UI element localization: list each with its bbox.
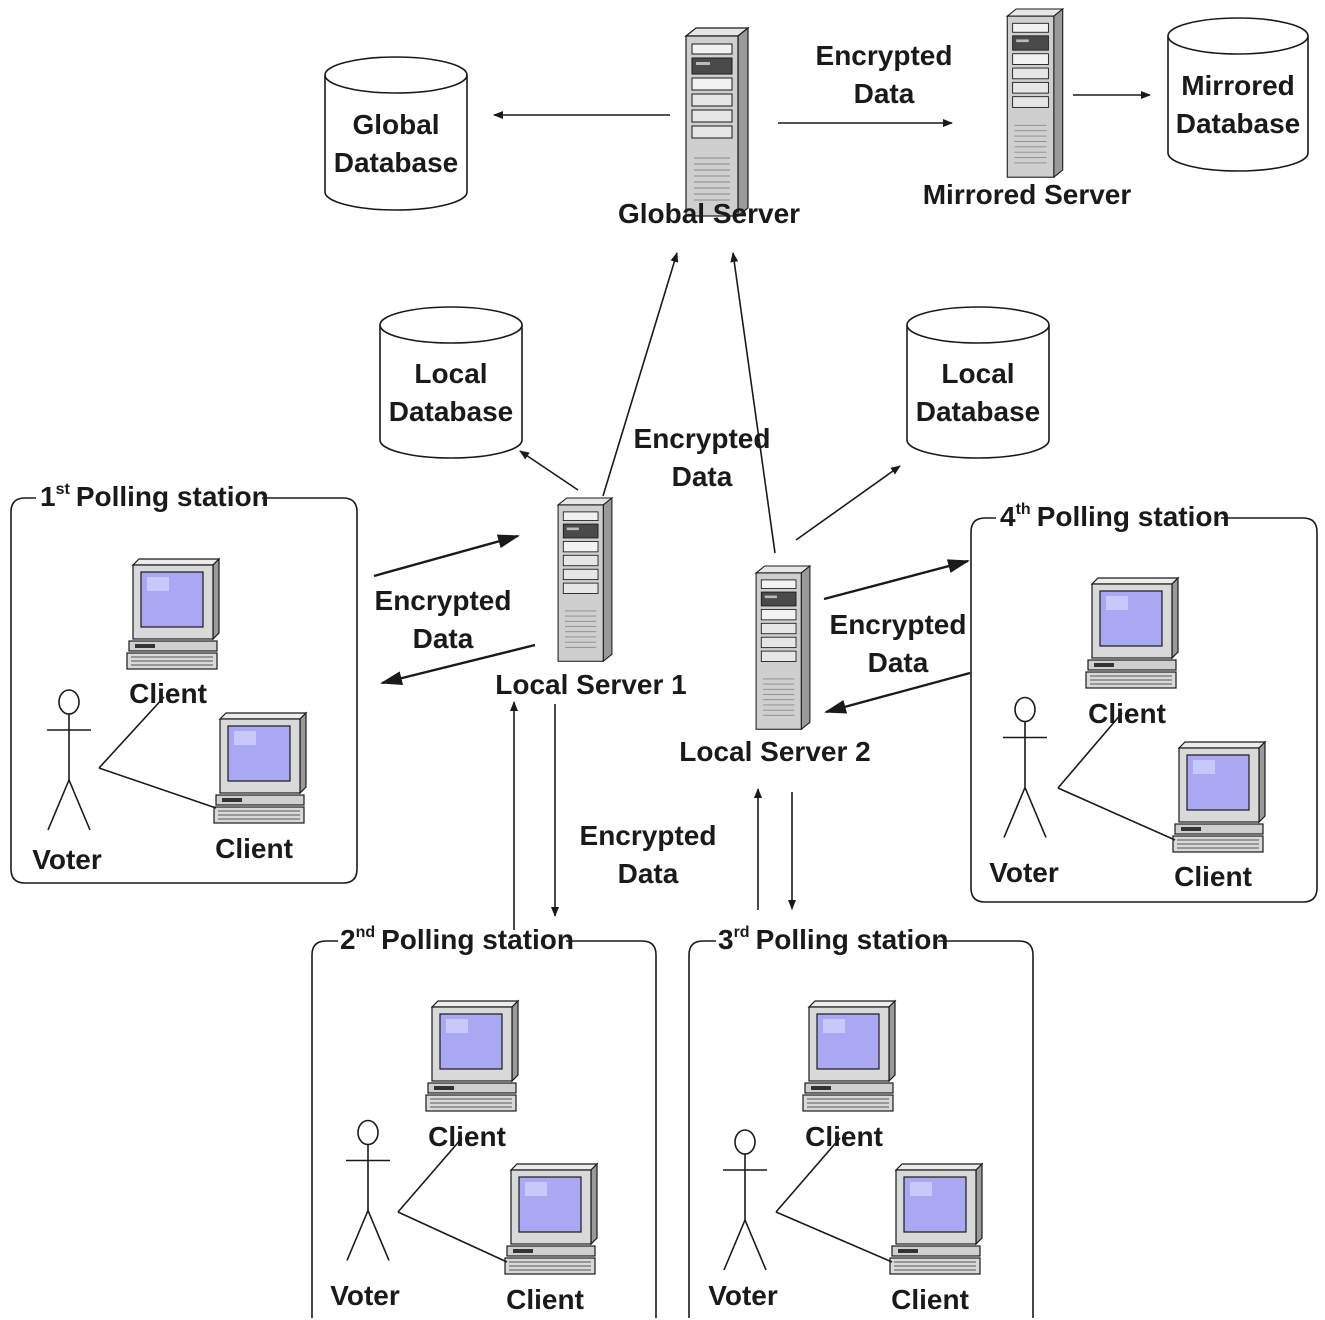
encrypted-data-label-left-2: Data [413,623,474,654]
arrow-local-server-2-to-global [730,252,776,554]
client-computer-icon [425,1000,519,1112]
voter-icon [722,1129,768,1271]
voter-client-link [98,696,165,769]
voter-client-link [397,1137,463,1213]
local-database-2-label-2: Database [916,396,1041,427]
local-server-2-icon [755,565,811,730]
global-server-icon [685,27,749,217]
voter-client-link [397,1211,508,1263]
mirrored-database: Mirrored Database [1167,17,1309,172]
encrypted-data-label-middle-1: Encrypted [634,423,771,454]
encrypted-data-label-left-1: Encrypted [375,585,512,616]
encrypted-data-label-right-1: Encrypted [830,609,967,640]
local-database-1: Local Database [379,306,523,459]
local-server-2-label: Local Server 2 [679,736,870,767]
client-computer-icon [213,712,307,824]
voter-client-link [775,1211,893,1263]
client-label: Client [1088,698,1166,729]
encrypted-data-label-top-1: Encrypted [816,40,953,71]
arrow-local-server-1-to-global [602,252,679,497]
encrypted-data-label-right-2: Data [868,647,929,678]
arrow-station-4-to-local-server-2 [824,671,971,714]
mirrored-server-icon [1006,8,1064,178]
voter-label: Voter [32,844,102,875]
voter-client-link [775,1137,841,1213]
arrow-local-server-2-to-station-4 [823,559,970,601]
encrypted-data-label-bottom-2: Data [618,858,679,889]
local-database-1-label-2: Database [389,396,514,427]
client-computer-icon [126,558,220,670]
voter-client-link [1057,787,1176,841]
client-computer-icon [802,1000,896,1112]
mirrored-server-label: Mirrored Server [923,179,1132,210]
voter-label: Voter [989,857,1059,888]
voter-client-link [98,767,217,809]
mirrored-database-label-2: Database [1176,108,1301,139]
encrypted-data-label-middle-2: Data [672,461,733,492]
arrow-local-server-1-to-local-db [519,450,579,491]
voter-icon [345,1119,391,1262]
local-server-1-label: Local Server 1 [495,669,686,700]
arrow-station-1-to-local-server-1 [373,534,520,578]
local-database-1-label-1: Local [414,358,487,389]
voter-label: Voter [708,1280,778,1311]
client-computer-icon [889,1163,983,1275]
local-database-2: Local Database [906,306,1050,459]
client-label: Client [428,1121,506,1152]
client-label: Client [506,1284,584,1315]
encrypted-data-label-bottom-1: Encrypted [580,820,717,851]
client-computer-icon [1085,577,1179,689]
voter-icon [46,689,92,831]
encrypted-data-label-top-2: Data [854,78,915,109]
client-computer-icon [504,1163,598,1275]
arrow-local-server-2-to-local-db [795,465,901,541]
client-label: Client [1174,861,1252,892]
client-label: Client [891,1284,969,1315]
client-label: Client [129,678,207,709]
local-server-1-icon [557,497,613,662]
local-database-2-label-1: Local [941,358,1014,389]
global-server-label: Global Server [618,198,800,229]
global-database-label-2: Database [334,147,459,178]
global-database: Global Database [324,56,468,211]
client-label: Client [805,1121,883,1152]
voter-icon [1002,696,1048,839]
mirrored-database-label-1: Mirrored [1181,70,1295,101]
voter-client-link [1057,712,1123,789]
client-label: Client [215,833,293,864]
client-computer-icon [1172,741,1266,853]
global-database-label-1: Global [352,109,439,140]
voter-label: Voter [330,1280,400,1311]
arrow-local-server-1-to-station-1 [380,643,536,685]
